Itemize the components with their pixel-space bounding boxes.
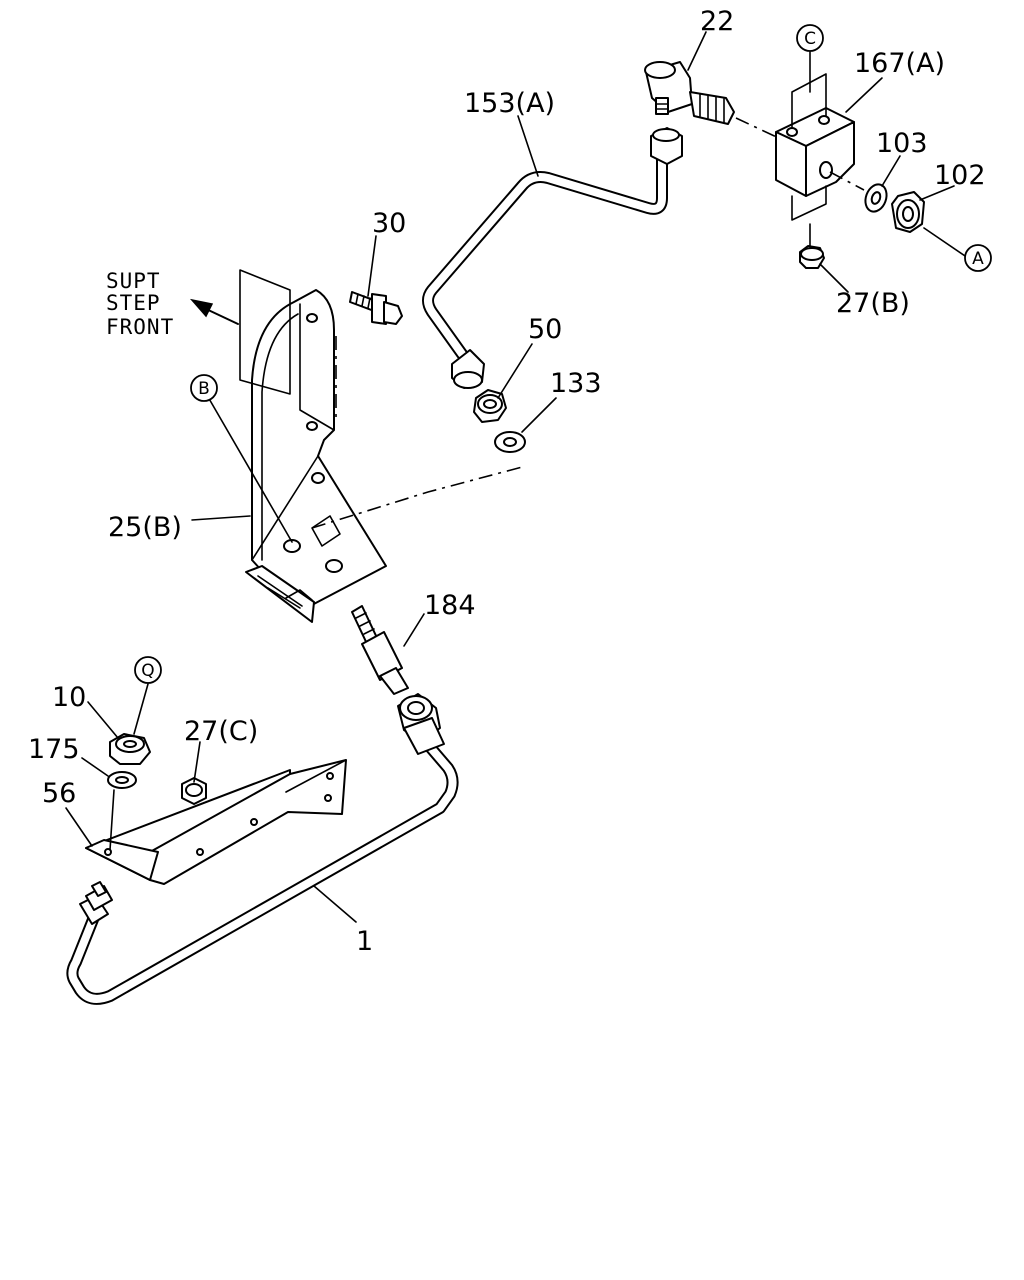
label-56: 56 xyxy=(42,778,76,809)
label-30: 30 xyxy=(372,208,406,239)
label-133: 133 xyxy=(550,368,602,399)
label-27b: 27(B) xyxy=(836,288,910,319)
ref-mark-c: C xyxy=(796,24,824,52)
callout-labels: 22 167(A) 153(A) 103 102 27(B) 30 50 133… xyxy=(28,6,986,957)
bolt-30 xyxy=(349,291,403,325)
label-27c: 27(C) xyxy=(184,716,258,747)
label-153a: 153(A) xyxy=(464,88,555,119)
ref-mark-q-text: Q xyxy=(141,661,154,681)
leader-lines xyxy=(65,31,969,923)
label-102: 102 xyxy=(934,160,986,191)
pipe-1 xyxy=(66,693,459,1005)
ref-mark-c-text: C xyxy=(804,29,816,49)
ref-mark-a: A xyxy=(964,244,992,272)
label-50: 50 xyxy=(528,314,562,345)
direction-note: SUPT STEP FRONT xyxy=(106,269,174,339)
nut-10 xyxy=(109,733,151,765)
bracket-25b xyxy=(245,289,387,623)
note-line-1: SUPT xyxy=(106,269,161,293)
label-25b: 25(B) xyxy=(108,512,182,543)
nut-50 xyxy=(473,389,507,423)
ref-mark-q: Q xyxy=(134,656,162,684)
label-1: 1 xyxy=(356,926,373,957)
ref-mark-b-text: B xyxy=(198,379,210,399)
pipe-153a xyxy=(422,127,683,389)
label-22: 22 xyxy=(700,6,734,37)
label-103: 103 xyxy=(876,128,928,159)
washer-103 xyxy=(864,183,888,213)
bracket-56 xyxy=(85,759,347,885)
fitting-22 xyxy=(644,61,735,125)
note-line-3: FRONT xyxy=(106,315,174,339)
ref-mark-a-text: A xyxy=(972,249,984,269)
nut-102 xyxy=(891,191,925,233)
label-10: 10 xyxy=(52,682,86,713)
label-175: 175 xyxy=(28,734,80,765)
washer-175 xyxy=(107,771,137,789)
fitting-184 xyxy=(351,605,409,695)
label-184: 184 xyxy=(424,590,476,621)
bracket-167a xyxy=(775,73,855,221)
nut-27b xyxy=(799,245,825,269)
washer-133 xyxy=(494,431,526,453)
note-line-2: STEP xyxy=(106,291,161,315)
direction-arrow xyxy=(189,298,239,325)
label-167a: 167(A) xyxy=(854,48,945,79)
ref-mark-b: B xyxy=(190,374,218,402)
